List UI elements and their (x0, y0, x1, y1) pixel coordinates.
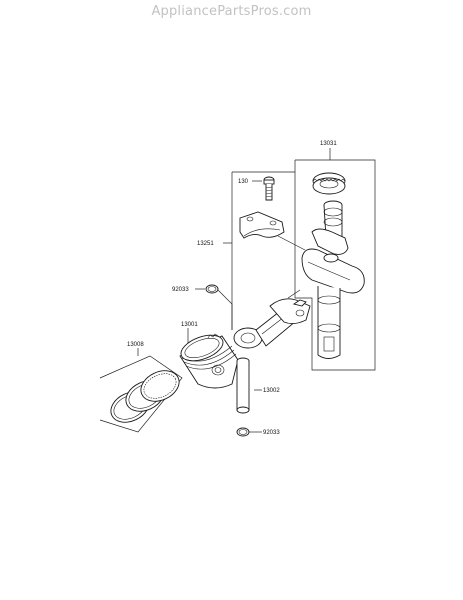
circlip-upper (205, 284, 219, 294)
connecting-rod (233, 298, 311, 349)
rod-cap (239, 211, 285, 239)
label-piston[interactable]: 13001 (181, 322, 198, 328)
label-pin[interactable]: 13002 (263, 388, 280, 394)
crankshaft-gear (312, 172, 346, 195)
label-rings[interactable]: 13008 (127, 342, 144, 348)
label-clip-upper[interactable]: 92033 (172, 287, 189, 293)
crankshaft (301, 200, 365, 359)
label-clip-lower[interactable]: 92033 (263, 430, 280, 436)
piston (179, 333, 239, 389)
piston-pin (236, 357, 250, 414)
crankshaft-callout (294, 148, 376, 371)
rings-callout (99, 348, 183, 433)
label-bolt[interactable]: 130 (238, 179, 249, 185)
circlip-lower (236, 427, 250, 437)
piston-rings (110, 370, 180, 423)
label-crankshaft[interactable]: 13031 (320, 141, 337, 147)
watermark: AppliancePartsPros.com (151, 4, 312, 19)
label-rod-assembly[interactable]: 13251 (197, 241, 214, 247)
bolt (263, 176, 275, 201)
clip-upper-callout (195, 288, 233, 330)
